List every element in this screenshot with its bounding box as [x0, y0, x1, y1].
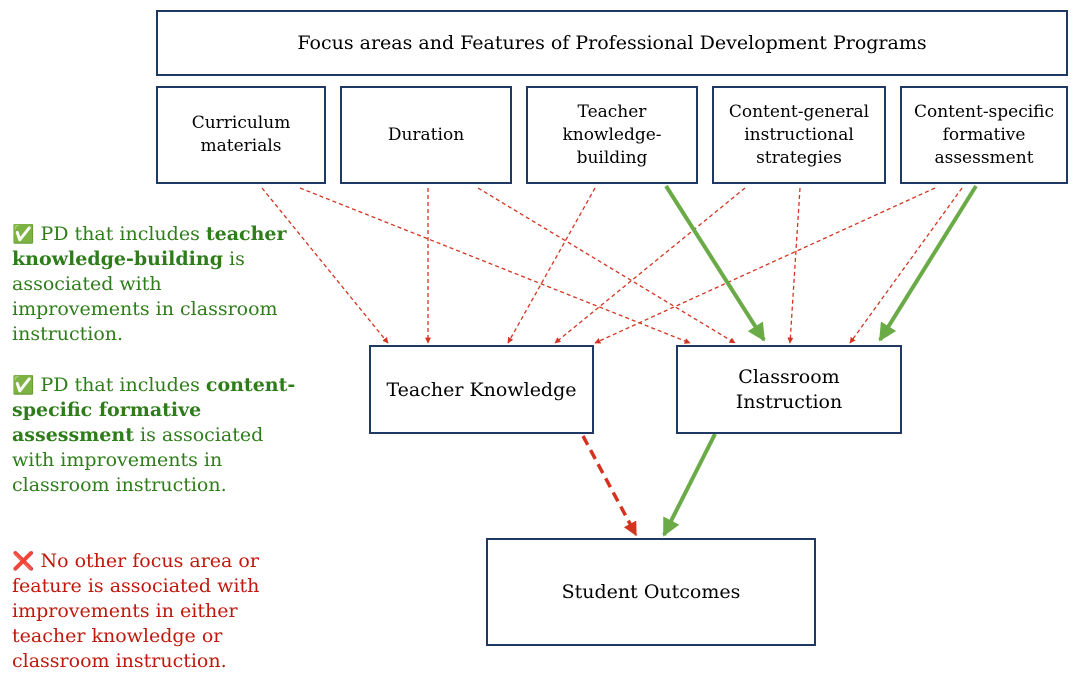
- arrow-csfa-to-ci: [878, 184, 978, 342]
- note-content-specific-assessment: ✅ PD that includes content-specific form…: [12, 373, 302, 498]
- teacher-knowledge-label: Teacher Knowledge: [386, 378, 577, 401]
- arrow-tkb-to-tk: [507, 187, 596, 344]
- feature-label: Content-general instructional strategies: [728, 101, 870, 168]
- arrow-csfa-to-tk: [594, 187, 936, 344]
- student-outcomes-label: Student Outcomes: [561, 581, 741, 603]
- note-text-bold: teacher knowledge-building: [12, 223, 287, 270]
- note-text-bold: content-specific formative assessment: [12, 374, 296, 446]
- program-features-title-box: Focus areas and Features of Professional…: [156, 10, 1068, 76]
- feature-box-content-general-strategies: Content-general instructional strategies: [712, 86, 886, 184]
- classroom-instruction-box: Classroom Instruction: [676, 345, 902, 434]
- arrow-tkb-to-ci: [664, 184, 766, 342]
- feature-label: Curriculum materials: [191, 113, 291, 156]
- arrow-curriculum-to-tk: [261, 187, 389, 344]
- note-text-post: is associated with improvements in class…: [12, 424, 264, 496]
- feature-label: Content-specific formative assessment: [913, 101, 1055, 168]
- program-features-title: Focus areas and Features of Professional…: [297, 32, 927, 54]
- arrow-cgis-to-tk: [554, 187, 746, 344]
- feature-box-content-specific-assessment: Content-specific formative assessment: [900, 86, 1068, 184]
- feature-label: Teacher knowledge- building: [562, 101, 662, 168]
- check-icon: ✅: [12, 375, 35, 396]
- note-text: No other focus area or feature is associ…: [12, 550, 260, 672]
- arrow-duration-to-ci: [477, 187, 736, 344]
- arrow-ci-to-student-outcomes: [662, 433, 717, 537]
- student-outcomes-box: Student Outcomes: [486, 538, 816, 646]
- note-teacher-knowledge-building: ✅ PD that includes teacher knowledge-bui…: [12, 222, 302, 347]
- arrow-curriculum-to-ci: [299, 187, 691, 344]
- feature-box-curriculum-materials: Curriculum materials: [156, 86, 326, 184]
- arrow-cgis-to-ci: [787, 187, 801, 344]
- note-text-post: is associated with improvements in class…: [12, 248, 278, 345]
- classroom-instruction-label: Classroom Instruction: [735, 365, 843, 413]
- note-text-pre: PD that includes: [40, 374, 200, 396]
- note-no-other-feature: ❌ No other focus area or feature is asso…: [12, 549, 302, 674]
- note-text-pre: PD that includes: [40, 223, 200, 245]
- feature-box-duration: Duration: [340, 86, 512, 184]
- non-significant-arrows: [261, 187, 963, 344]
- arrow-csfa-to-ci-dashed: [849, 187, 963, 344]
- check-icon: ✅: [12, 224, 35, 245]
- significant-arrows: [662, 184, 978, 537]
- arrow-tk-to-student-outcomes: [581, 435, 638, 537]
- feature-label: Duration: [387, 124, 465, 145]
- teacher-knowledge-box: Teacher Knowledge: [369, 345, 594, 434]
- cross-icon: ❌: [12, 551, 35, 572]
- feature-box-teacher-knowledge-building: Teacher knowledge- building: [526, 86, 698, 184]
